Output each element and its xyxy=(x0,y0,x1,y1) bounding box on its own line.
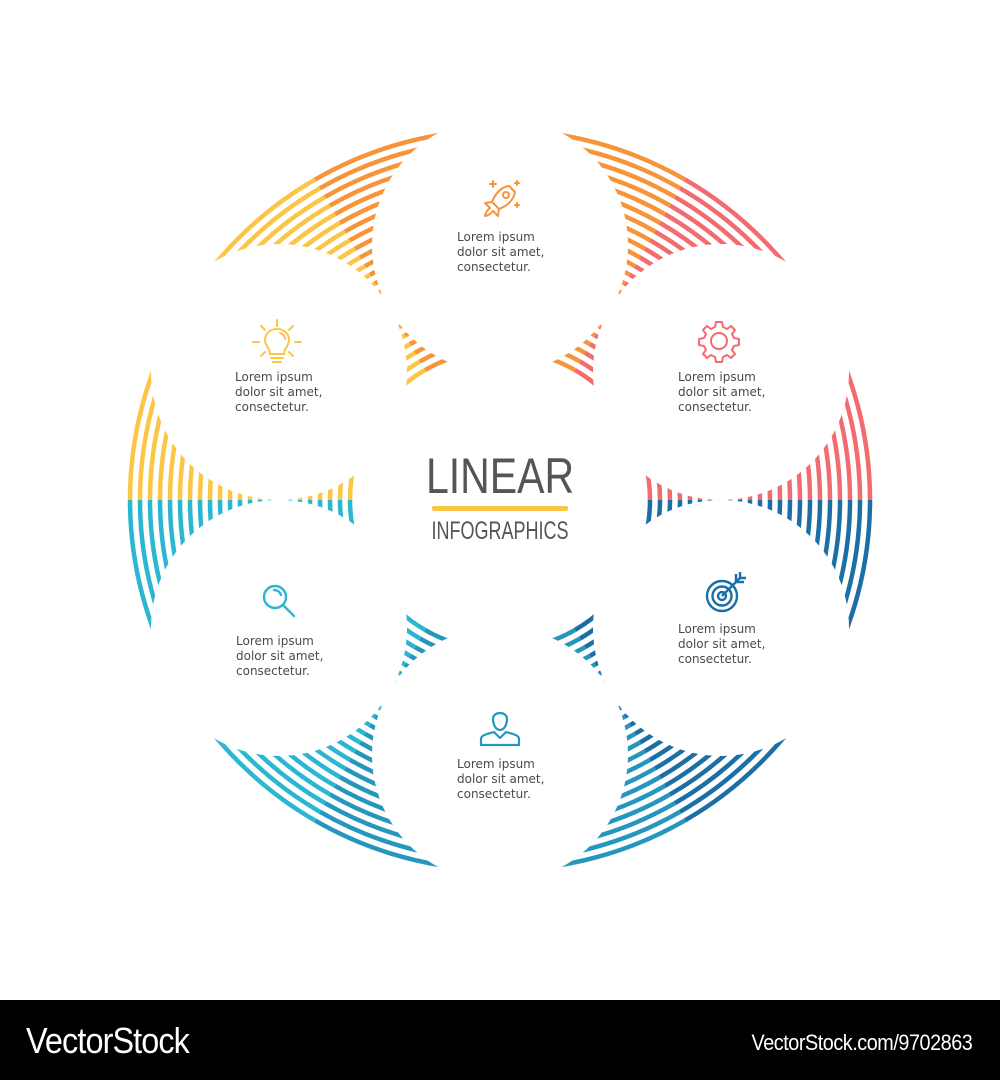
footer-bar: VectorStock VectorStock.com/9702863 xyxy=(0,1000,1000,1080)
segment-text: Lorem ipsum dolor sit amet, consectetur. xyxy=(678,370,766,414)
gear-icon xyxy=(696,318,740,363)
segment-bottom-left: Lorem ipsum dolor sit amet, consectetur. xyxy=(236,582,376,679)
segment-bottom-right: Lorem ipsum dolor sit amet, consectetur. xyxy=(678,570,818,667)
segment-text: Lorem ipsum dolor sit amet, consectetur. xyxy=(457,757,545,801)
segment-bottom: Lorem ipsum dolor sit amet, consectetur. xyxy=(457,705,597,802)
footer-url: VectorStock.com/9702863 xyxy=(751,1030,972,1055)
segment-text: Lorem ipsum dolor sit amet, consectetur. xyxy=(678,622,766,666)
segment-top: Lorem ipsum dolor sit amet, consectetur. xyxy=(457,178,597,275)
infographic-canvas: LINEAR INFOGRAPHICS Lorem ipsum dolor si… xyxy=(127,127,873,873)
user-icon xyxy=(477,705,521,747)
magnifier-icon xyxy=(260,582,300,622)
ring-diagram xyxy=(127,127,873,873)
segment-top-left: Lorem ipsum dolor sit amet, consectetur. xyxy=(235,318,375,415)
target-icon xyxy=(704,570,746,613)
diagram-subtitle: INFOGRAPHICS xyxy=(431,517,569,545)
rocket-icon xyxy=(479,178,520,218)
footer-brand: VectorStock xyxy=(26,1020,190,1061)
diagram-title: LINEAR xyxy=(425,448,575,504)
center-label: LINEAR INFOGRAPHICS xyxy=(400,448,600,545)
lightbulb-icon xyxy=(249,318,302,363)
segment-top-right: Lorem ipsum dolor sit amet, consectetur. xyxy=(678,318,818,415)
segment-text: Lorem ipsum dolor sit amet, consectetur. xyxy=(236,634,324,678)
segment-text: Lorem ipsum dolor sit amet, consectetur. xyxy=(457,230,545,274)
segment-text: Lorem ipsum dolor sit amet, consectetur. xyxy=(235,370,323,414)
title-divider xyxy=(432,506,568,511)
